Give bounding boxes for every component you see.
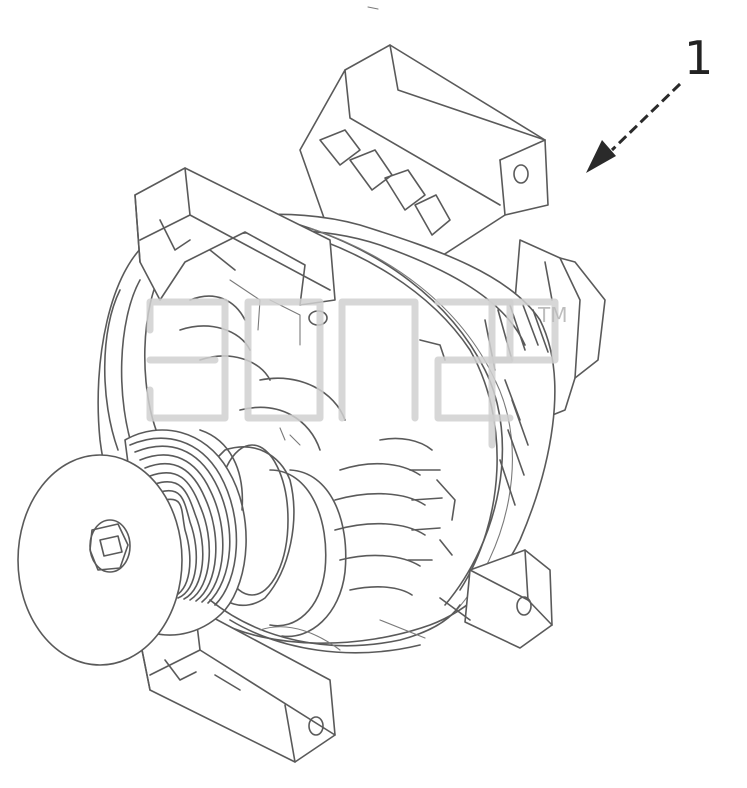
lower-wiring [209,599,461,654]
callout-leader-line [610,82,682,152]
front-mounting-bracket-top [134,167,336,306]
rear-mounting-foot [439,549,553,649]
callout-group: 1 [586,31,713,173]
callout-arrowhead [586,140,616,173]
drive-pulley [17,429,247,666]
watermark-trademark: TM [537,303,567,327]
callout-label: 1 [684,31,713,85]
top-mark [367,6,379,10]
watermark-logo: TM [146,298,567,449]
